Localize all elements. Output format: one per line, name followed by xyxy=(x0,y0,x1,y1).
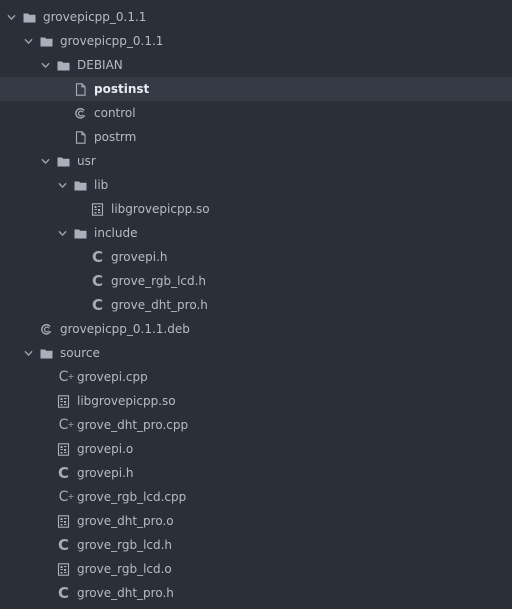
cpp-file-icon: C+ xyxy=(58,488,75,505)
chevron-down-icon[interactable] xyxy=(39,155,51,167)
chevron-down-icon[interactable] xyxy=(56,227,68,239)
folder-icon xyxy=(23,11,36,24)
tree-file-row[interactable]: grovepicpp_0.1.1.deb xyxy=(0,317,512,341)
tree-item-label: usr xyxy=(77,154,96,168)
tree-item-label: grove_dht_pro.h xyxy=(111,298,208,312)
tree-file-row[interactable]: libgrovepicpp.so xyxy=(0,197,512,221)
tree-item-label: lib xyxy=(94,178,109,192)
chevron-down-icon[interactable] xyxy=(22,347,34,359)
tree-item-label: postrm xyxy=(94,130,137,144)
binary-file-icon xyxy=(57,442,70,456)
tree-file-row[interactable]: grove_dht_pro.o xyxy=(0,509,512,533)
tree-item-label: grovepi.h xyxy=(77,466,134,480)
chevron-down-icon[interactable] xyxy=(5,11,17,23)
debian-swirl-icon xyxy=(40,323,53,336)
tree-folder-row[interactable]: source xyxy=(0,341,512,365)
tree-item-label: grovepi.h xyxy=(111,250,168,264)
tree-item-label: DEBIAN xyxy=(77,58,123,72)
binary-file-icon xyxy=(57,514,70,528)
folder-icon xyxy=(74,227,87,240)
c-header-icon: C xyxy=(57,583,69,602)
tree-item-label: grove_dht_pro.cpp xyxy=(77,418,189,432)
tree-item-label: include xyxy=(94,226,138,240)
tree-folder-row[interactable]: grovepicpp_0.1.1 xyxy=(0,29,512,53)
tree-file-row[interactable]: C+grovepi.cpp xyxy=(0,365,512,389)
tree-file-row[interactable]: grove_rgb_lcd.o xyxy=(0,557,512,581)
tree-item-label: source xyxy=(60,346,100,360)
folder-icon xyxy=(74,179,87,192)
tree-item-label: grove_rgb_lcd.h xyxy=(77,538,173,552)
tree-item-label: control xyxy=(94,106,136,120)
tree-item-label: grovepi.cpp xyxy=(77,370,148,384)
tree-item-label: grove_dht_pro.o xyxy=(77,514,174,528)
folder-icon xyxy=(40,347,53,360)
folder-icon xyxy=(40,35,53,48)
tree-file-row[interactable]: grovepi.o xyxy=(0,437,512,461)
tree-folder-row[interactable]: lib xyxy=(0,173,512,197)
tree-file-row[interactable]: postrm xyxy=(0,125,512,149)
tree-file-row[interactable]: C+grove_rgb_lcd.cpp xyxy=(0,485,512,509)
tree-file-row[interactable]: postinst xyxy=(0,77,512,101)
tree-file-row[interactable]: C+grove_dht_pro.cpp xyxy=(0,413,512,437)
c-header-icon: C xyxy=(57,463,69,482)
chevron-down-icon[interactable] xyxy=(56,179,68,191)
tree-folder-row[interactable]: usr xyxy=(0,149,512,173)
tree-item-label: grovepi.o xyxy=(77,442,134,456)
tree-file-row[interactable]: control xyxy=(0,101,512,125)
c-header-icon: C xyxy=(91,271,103,290)
binary-file-icon xyxy=(91,202,104,216)
file-icon xyxy=(74,82,87,96)
tree-folder-row[interactable]: include xyxy=(0,221,512,245)
tree-item-label: grovepicpp_0.1.1.deb xyxy=(60,322,190,336)
c-header-icon: C xyxy=(91,295,103,314)
cpp-file-icon: C+ xyxy=(58,416,75,433)
chevron-down-icon[interactable] xyxy=(22,35,34,47)
tree-file-row[interactable]: libgrovepicpp.so xyxy=(0,389,512,413)
file-icon xyxy=(74,130,87,144)
tree-item-label: postinst xyxy=(94,82,150,96)
binary-file-icon xyxy=(57,562,70,576)
tree-folder-row[interactable]: DEBIAN xyxy=(0,53,512,77)
tree-item-label: libgrovepicpp.so xyxy=(77,394,176,408)
tree-item-label: grovepicpp_0.1.1 xyxy=(60,34,164,48)
cpp-file-icon: C+ xyxy=(58,368,75,385)
tree-item-label: grovepicpp_0.1.1 xyxy=(43,10,147,24)
tree-folder-row[interactable]: grovepicpp_0.1.1 xyxy=(0,5,512,29)
tree-item-label: grove_rgb_lcd.o xyxy=(77,562,172,576)
c-header-icon: C xyxy=(91,247,103,266)
tree-item-label: grove_dht_pro.h xyxy=(77,586,174,600)
debian-swirl-icon xyxy=(74,107,87,120)
c-header-icon: C xyxy=(57,535,69,554)
binary-file-icon xyxy=(57,394,70,408)
tree-item-label: libgrovepicpp.so xyxy=(111,202,210,216)
chevron-down-icon[interactable] xyxy=(39,59,51,71)
tree-item-label: grove_rgb_lcd.cpp xyxy=(77,490,187,504)
tree-item-label: grove_rgb_lcd.h xyxy=(111,274,207,288)
folder-icon xyxy=(57,155,70,168)
folder-icon xyxy=(57,59,70,72)
